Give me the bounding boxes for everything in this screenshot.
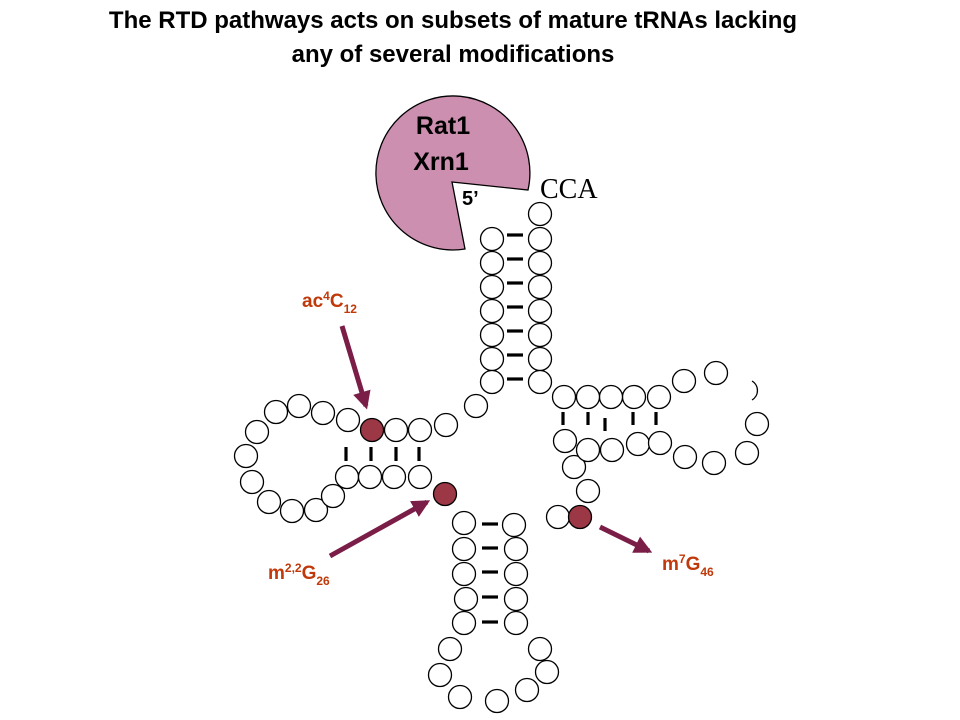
nucleotide — [646, 384, 672, 410]
nucleotide — [701, 450, 727, 476]
cca-label: CCA — [540, 174, 598, 205]
nucleotide — [407, 464, 433, 490]
nucleotide — [527, 346, 553, 372]
five-prime-label: 5’ — [462, 188, 479, 210]
arrow-m22g26 — [328, 499, 431, 559]
label-ac4c12: ac4C12 — [302, 289, 357, 316]
title-line-2: any of several modifications — [291, 41, 615, 68]
nucleotide — [479, 250, 505, 276]
nucleotide — [479, 298, 505, 324]
nucleotide — [451, 561, 477, 587]
nucleotide-partial — [751, 380, 759, 401]
title-line-1: The RTD pathways acts on subsets of matu… — [108, 7, 798, 34]
nucleotide — [734, 440, 760, 466]
nucleotide — [671, 368, 697, 394]
nucleotide — [744, 411, 770, 437]
slide-title: The RTD pathways acts on subsets of matu… — [0, 4, 906, 72]
nucleotide — [263, 399, 289, 425]
nucleotide — [451, 510, 477, 536]
nucleotide — [503, 586, 529, 612]
nucleotide — [447, 684, 473, 710]
nucleotide — [527, 322, 553, 348]
nucleotide — [451, 610, 477, 636]
nucleotide — [575, 437, 601, 463]
nucleotide — [427, 662, 453, 688]
arrow-ac4c12 — [339, 325, 371, 410]
modified-nucleotides — [359, 417, 593, 530]
nucleotide — [233, 443, 259, 469]
modified-nucleotide-m7g46 — [567, 504, 593, 530]
exonuclease-enzyme: Rat1 Xrn1 5’ — [375, 95, 531, 251]
nucleotide — [357, 464, 383, 490]
modification-arrows — [328, 325, 653, 559]
nucleotide — [433, 412, 459, 438]
nucleotide — [503, 536, 529, 562]
nucleotide — [527, 274, 553, 300]
nucleotide — [320, 483, 346, 509]
nucleotide — [383, 417, 409, 443]
label-m22g26: m2,2G26 — [268, 561, 330, 588]
arrow-m7g46 — [598, 524, 653, 554]
nucleotide — [479, 274, 505, 300]
nucleotide — [599, 437, 625, 463]
nucleotide — [501, 512, 527, 538]
nucleotide — [479, 369, 505, 395]
nucleotide — [479, 322, 505, 348]
nucleotide — [479, 346, 505, 372]
nucleotide — [647, 430, 673, 456]
nucleotide — [527, 201, 553, 227]
nucleotide — [503, 610, 529, 636]
nucleotide — [453, 586, 479, 612]
nucleotide — [625, 431, 651, 457]
nucleotide — [335, 407, 361, 433]
nucleotide — [545, 504, 571, 530]
nucleotide — [527, 250, 553, 276]
nucleotide — [279, 498, 305, 524]
nucleotide — [598, 384, 624, 410]
enzyme-label-rat1: Rat1 — [416, 112, 470, 140]
nucleotide — [463, 393, 489, 419]
nucleotide — [239, 469, 265, 495]
nucleotide — [503, 561, 529, 587]
nucleotide-layer — [233, 201, 770, 714]
nucleotide — [303, 497, 329, 523]
base-pair-layer — [344, 233, 658, 624]
nucleotide — [552, 428, 578, 454]
nucleotide — [381, 464, 407, 490]
nucleotide — [256, 489, 282, 515]
nucleotide — [407, 417, 433, 443]
label-m7g46: m7G46 — [662, 552, 714, 579]
nucleotide — [527, 636, 553, 662]
nucleotide — [527, 226, 553, 252]
nucleotide — [484, 688, 510, 714]
nucleotide — [244, 419, 270, 445]
nucleotide — [310, 400, 336, 426]
nucleotide — [575, 384, 601, 410]
nucleotide — [479, 226, 505, 252]
nucleotide — [527, 369, 553, 395]
enzyme-label-xrn1: Xrn1 — [413, 148, 469, 176]
nucleotide — [621, 384, 647, 410]
nucleotide — [575, 478, 601, 504]
nucleotide — [286, 393, 312, 419]
modified-nucleotide-m22g26 — [432, 481, 458, 507]
nucleotide — [672, 444, 698, 470]
nucleotide — [534, 659, 560, 685]
modified-nucleotide-ac4c12 — [359, 417, 385, 443]
nucleotide — [703, 360, 729, 386]
nucleotide — [551, 384, 577, 410]
nucleotide — [527, 298, 553, 324]
nucleotide — [437, 636, 463, 662]
nucleotide — [334, 464, 360, 490]
nucleotide — [514, 677, 540, 703]
enzyme-body — [375, 95, 531, 251]
nucleotide — [561, 454, 587, 480]
nucleotide — [451, 536, 477, 562]
